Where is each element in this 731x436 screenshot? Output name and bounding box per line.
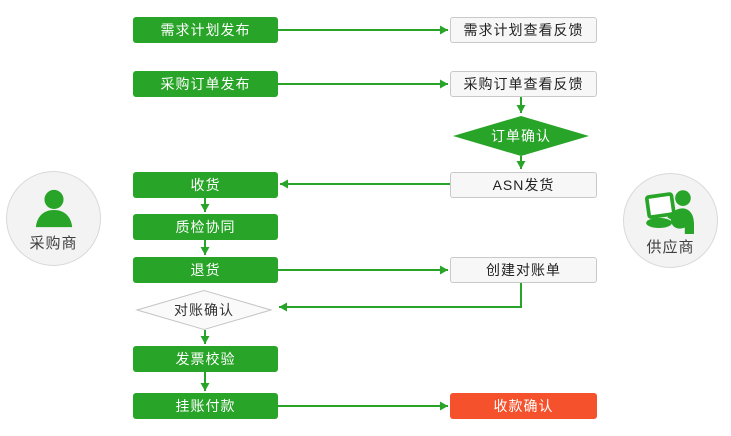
node-receive-goods: 收货	[133, 172, 278, 198]
supplier-label: 供应商	[646, 239, 695, 256]
node-demand-publish: 需求计划发布	[133, 17, 278, 43]
supplier-computer-person-icon	[643, 188, 699, 234]
supplier-actor: 供应商	[623, 173, 718, 268]
buyer-actor: 采购商	[6, 171, 101, 266]
node-po-publish: 采购订单发布	[133, 71, 278, 97]
node-book-payment: 挂账付款	[133, 393, 278, 419]
buyer-label: 采购商	[29, 235, 78, 252]
connector-statement-to-confirm	[279, 283, 522, 312]
node-receipt-confirm: 收款确认	[450, 393, 597, 419]
decision-statement-confirm: 对账确认	[135, 290, 273, 330]
node-invoice-check: 发票校验	[133, 346, 278, 372]
node-return-goods: 退货	[133, 257, 278, 283]
node-quality-collab: 质检协同	[133, 214, 278, 240]
node-po-feedback: 采购订单查看反馈	[450, 71, 597, 97]
decision-order-confirm: 订单确认	[453, 116, 589, 156]
node-asn-ship: ASN发货	[450, 172, 597, 198]
buyer-person-icon	[31, 188, 77, 230]
node-create-statement: 创建对账单	[450, 257, 597, 283]
node-demand-feedback: 需求计划查看反馈	[450, 17, 597, 43]
